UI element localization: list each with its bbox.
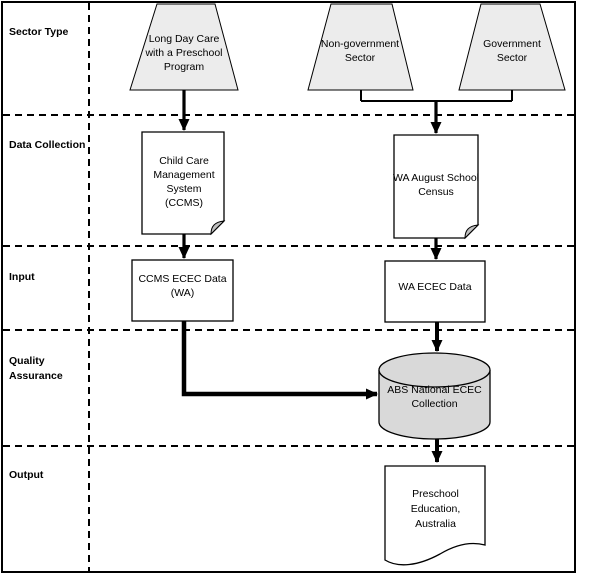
node-label-government: Government Sector <box>483 38 541 64</box>
diagram-border <box>1 1 576 573</box>
row-label-output: Output <box>9 469 44 481</box>
row-label-sector-type: Sector Type <box>9 26 69 38</box>
rect-ccms-ecec-data <box>131 259 234 322</box>
document-ccms-fold <box>210 220 226 236</box>
trapezoid-non-government-sector <box>307 3 414 91</box>
node-label-ccms: Child Care Management System (CCMS) <box>153 155 215 209</box>
trapezoid-government-sector <box>458 3 566 91</box>
rect-wa-ecec-data <box>384 260 486 323</box>
document-preschool-education <box>384 465 486 566</box>
cylinder-abs-collection-body <box>378 370 491 440</box>
cylinder-abs-collection-top <box>378 352 491 388</box>
node-label-ccms-ecec-data: CCMS ECEC Data (WA) <box>138 273 227 299</box>
trapezoid-long-day-care <box>129 3 239 91</box>
node-label-long-day-care: Long Day Care with a Preschool Program <box>145 33 223 73</box>
row-label-data-collection: Data Collection <box>9 139 86 151</box>
node-label-wa-ecec-data: WA ECEC Data <box>398 281 472 293</box>
edge-ccms-ecec-to-abs-arrow <box>181 321 378 400</box>
document-wa-census-fold <box>464 224 480 240</box>
node-label-preschool-education: Preschool Education, Australia <box>410 488 461 530</box>
edge-sectors-merge-connector <box>360 90 513 102</box>
row-label-input: Input <box>9 271 35 283</box>
node-label-abs-collection: ABS National ECEC Collection <box>387 384 482 410</box>
node-label-non-government: Non-government Sector <box>320 38 400 64</box>
node-label-wa-census: WA August School Census <box>393 172 479 198</box>
row-label-quality-assurance: Quality Assurance <box>9 355 63 382</box>
